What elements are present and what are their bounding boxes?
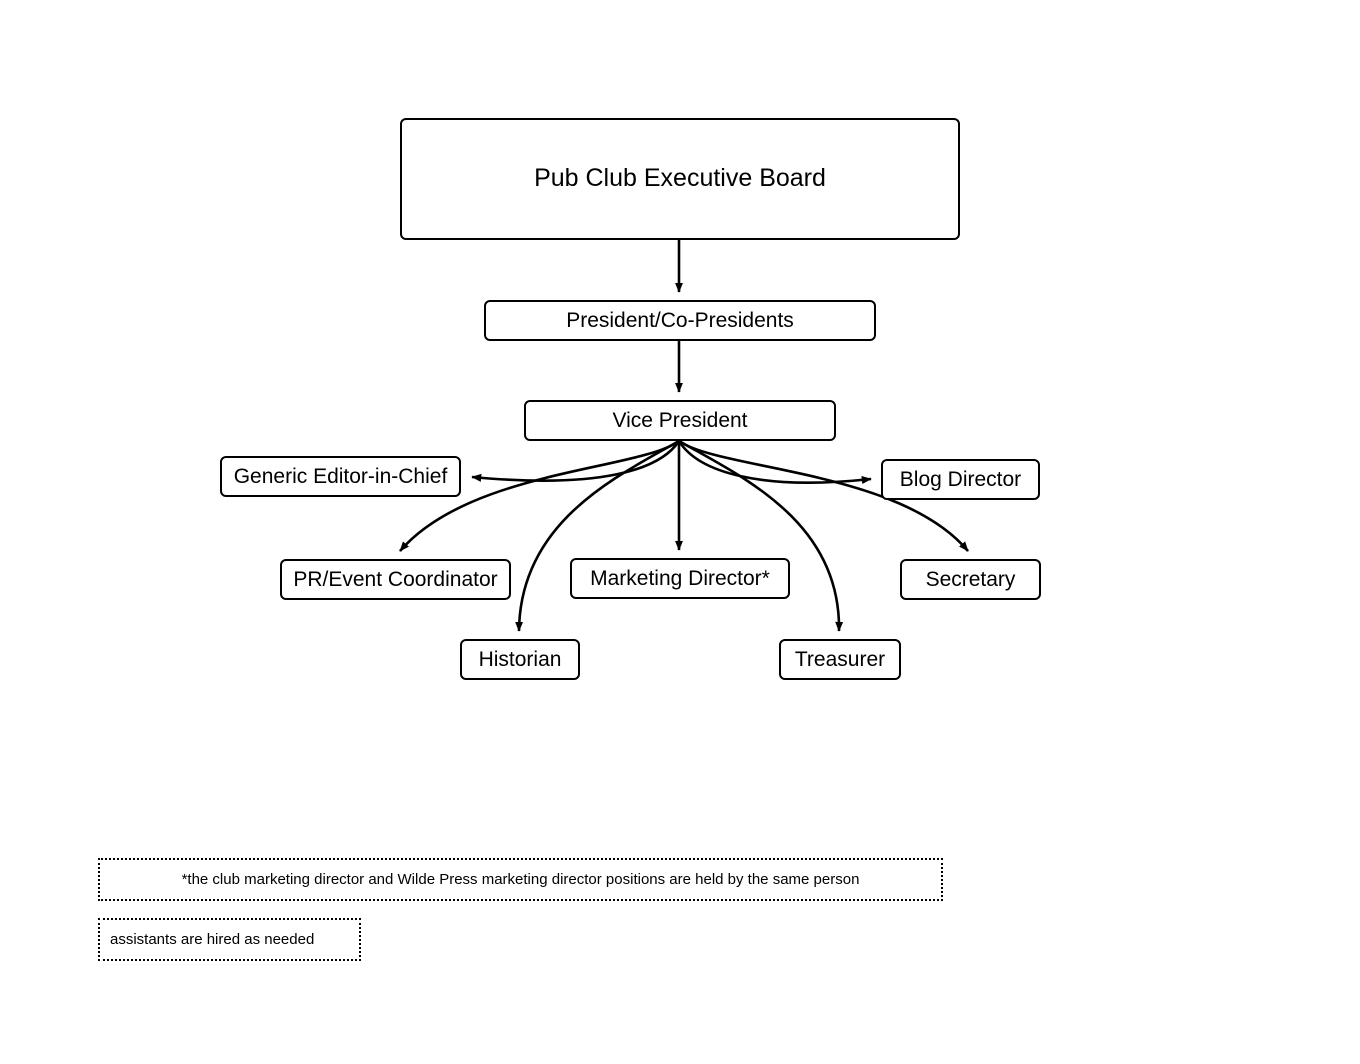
node-pr-event-coordinator[interactable]: PR/Event Coordinator — [280, 559, 511, 600]
edge-vp-to-editor-in-chief — [471, 440, 681, 482]
node-label: Secretary — [925, 567, 1016, 591]
node-label: Marketing Director* — [590, 566, 770, 590]
node-vice-president[interactable]: Vice President — [524, 400, 836, 441]
edge-vp-to-blog-director — [677, 440, 872, 484]
node-secretary[interactable]: Secretary — [900, 559, 1041, 600]
node-president-co-presidents[interactable]: President/Co-Presidents — [484, 300, 876, 341]
node-label: Treasurer — [794, 647, 886, 671]
node-label: Vice President — [612, 408, 748, 432]
edge-vp-to-treasurer — [678, 439, 844, 632]
node-pub-club-executive-board[interactable]: Pub Club Executive Board — [400, 118, 960, 240]
node-marketing-director[interactable]: Marketing Director* — [570, 558, 790, 599]
note-label: *the club marketing director and Wilde P… — [181, 870, 860, 888]
node-blog-director[interactable]: Blog Director — [881, 459, 1040, 500]
note-assistants: assistants are hired as needed — [98, 918, 361, 961]
node-label: Generic Editor-in-Chief — [233, 464, 448, 488]
node-historian[interactable]: Historian — [460, 639, 580, 680]
node-treasurer[interactable]: Treasurer — [779, 639, 901, 680]
node-label: Historian — [478, 647, 562, 671]
note-marketing-footnote: *the club marketing director and Wilde P… — [98, 858, 943, 901]
edge-vp-to-historian — [515, 439, 680, 632]
node-generic-editor-in-chief[interactable]: Generic Editor-in-Chief — [220, 456, 461, 497]
node-label: President/Co-Presidents — [566, 308, 794, 332]
node-label: PR/Event Coordinator — [293, 567, 498, 591]
note-label: assistants are hired as needed — [110, 930, 315, 948]
node-label: Blog Director — [899, 467, 1022, 491]
node-label: Pub Club Executive Board — [534, 164, 826, 193]
